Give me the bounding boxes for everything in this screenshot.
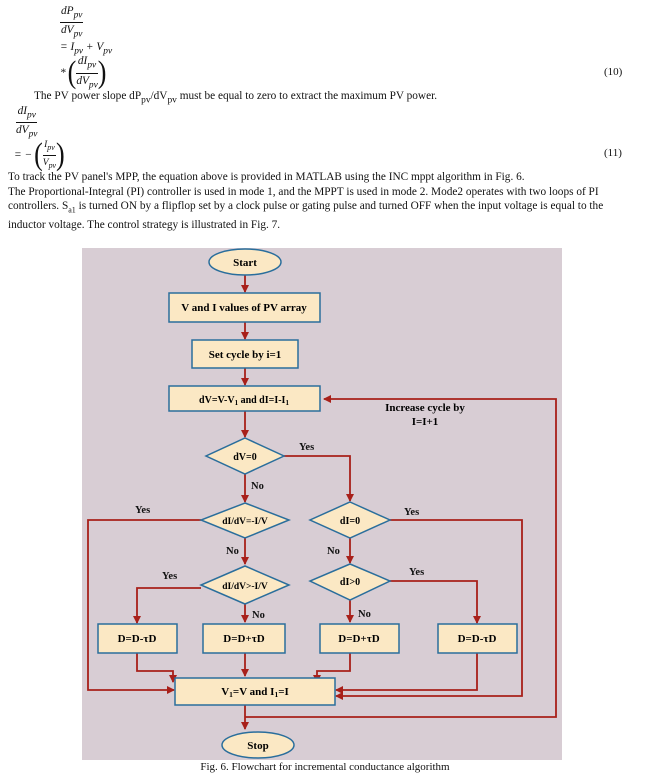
no-label-dv0: No xyxy=(251,481,264,492)
increase-duty-label-2: D=D+τD xyxy=(338,633,379,645)
arrow-di0-yes xyxy=(335,519,523,700)
increase-cycle-formula: I=I+1 xyxy=(412,416,439,428)
no-label-digt: No xyxy=(252,610,265,621)
para-line-2: The Proportional-Integral (PI) controlle… xyxy=(8,185,599,198)
increase-duty-box-1 xyxy=(202,623,286,654)
flowchart-background xyxy=(82,248,562,760)
stop-terminal xyxy=(221,731,295,759)
read-values-label: V and I values of PV array xyxy=(181,302,307,314)
no-label-di0: No xyxy=(327,546,340,557)
yes-label-digt: Yes xyxy=(162,571,177,582)
stop-label: Stop xyxy=(247,740,268,752)
dv-zero-label: dV=0 xyxy=(233,452,256,463)
body-paragraph: To track the PV panel's MPP, the equatio… xyxy=(8,170,642,232)
set-cycle-label: Set cycle by i=1 xyxy=(209,349,282,361)
flow-connectors xyxy=(87,274,557,730)
arrow-box1-update xyxy=(136,653,177,683)
read-values-box xyxy=(168,292,321,323)
arrow-dv0-yes xyxy=(284,455,354,502)
slope-sentence: The PV power slope dPpv/dVpv must be equ… xyxy=(34,90,438,106)
arrow-digt-yes xyxy=(133,587,201,624)
dv-zero-decision xyxy=(204,437,286,475)
deltas-label: dV=V-V1 and dI=I-I1 xyxy=(199,395,289,407)
increase-duty-label-1: D=D+τD xyxy=(223,633,264,645)
eq10-line2: = Ipv + Vpv xyxy=(60,41,113,57)
di-positive-label: dI>0 xyxy=(340,577,360,588)
arrow-digt0-yes xyxy=(390,580,481,624)
increase-duty-box-2 xyxy=(319,623,400,654)
decrease-duty-box-2 xyxy=(437,623,518,654)
di-eq-decision xyxy=(198,502,292,539)
set-cycle-box xyxy=(191,339,299,369)
no-label-dieq: No xyxy=(226,546,239,557)
update-values-label: V1=V and I1=I xyxy=(221,686,289,699)
eq10-number: (10) xyxy=(604,66,623,78)
di-positive-decision xyxy=(308,563,392,601)
start-label: Start xyxy=(233,257,257,269)
di-gt-label: dI/dV>-I/V xyxy=(222,582,268,592)
decrease-duty-box-1 xyxy=(97,623,178,654)
arrow-box3-update xyxy=(313,653,351,683)
yes-label-di0: Yes xyxy=(404,507,419,518)
para-line-1: To track the PV panel's MPP, the equatio… xyxy=(8,171,525,183)
start-terminal xyxy=(208,248,282,276)
para-line-3: controllers. Sa1 is turned ON by a flipf… xyxy=(8,200,604,215)
figure-caption: Fig. 6. Flowchart for incremental conduc… xyxy=(200,761,450,773)
decrease-duty-label-2: D=D-τD xyxy=(458,633,497,645)
arrow-loop-back xyxy=(245,395,557,718)
eq11-lhs: dIpv dVpv xyxy=(16,105,38,140)
di-zero-label: dI=0 xyxy=(340,516,360,527)
eq11-number: (11) xyxy=(604,147,622,159)
arrow-box4-update xyxy=(335,653,478,694)
eq11-rhs: = − ( Ipv Vpv ) xyxy=(14,137,65,172)
di-eq-label: dI/dV=-I/V xyxy=(222,517,268,527)
update-values-box xyxy=(174,677,336,706)
yes-label-dieq: Yes xyxy=(135,505,150,516)
yes-label-dv0: Yes xyxy=(299,442,314,453)
eq10-line3: * ( dIpv dVpv ) xyxy=(60,55,107,90)
decrease-duty-label-1: D=D-τD xyxy=(118,633,157,645)
eq10-lhs: dPpv dVpv xyxy=(60,5,84,40)
no-label-digt0: No xyxy=(358,609,371,620)
deltas-box xyxy=(168,385,321,412)
yes-label-digt0: Yes xyxy=(409,567,424,578)
di-zero-decision xyxy=(308,501,392,539)
increase-cycle-label: Increase cycle by xyxy=(385,402,465,414)
arrow-dieq-yes xyxy=(87,519,201,694)
para-line-4: inductor voltage. The control strategy i… xyxy=(8,218,281,231)
di-gt-decision xyxy=(199,565,291,605)
